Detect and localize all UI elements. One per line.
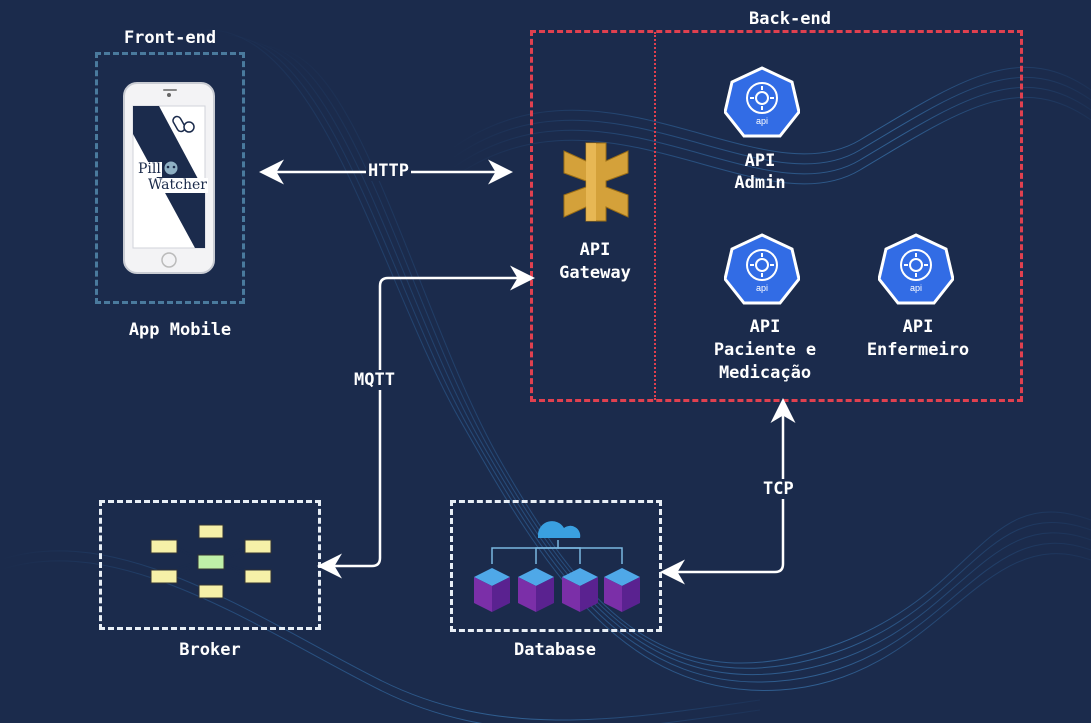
api-admin-label-1: API	[744, 151, 776, 171]
phone-icon: Pill Watcher	[123, 82, 215, 274]
broker-label: Broker	[179, 640, 241, 660]
phone-logo-line2: Watcher	[147, 177, 208, 193]
api-paciente-label-1: API	[749, 317, 781, 337]
api-paciente-label-3: Medicação	[718, 363, 812, 383]
phone-logo-line1: Pill	[137, 161, 162, 177]
broker-icon	[150, 524, 272, 599]
api-admin-icon: api	[724, 66, 800, 138]
frontend-group-label: Front-end	[123, 28, 217, 48]
api-enfermeiro-icon: api	[878, 233, 954, 305]
api-gateway-label-2: Gateway	[559, 263, 631, 283]
mqtt-edge	[317, 265, 535, 579]
api-admin-label-2: Admin	[734, 173, 786, 193]
tcp-edge	[660, 398, 796, 585]
mqtt-label: MQTT	[352, 370, 397, 390]
api-badge-text: api	[756, 283, 768, 293]
app-mobile-label: App Mobile	[128, 320, 232, 340]
frontend-group-box	[95, 52, 245, 304]
api-badge-text: api	[756, 116, 768, 126]
backend-divider	[654, 32, 656, 400]
api-enfermeiro-label-1: API	[902, 317, 934, 337]
api-enfermeiro-label-2: Enfermeiro	[866, 340, 970, 360]
backend-group-label: Back-end	[749, 9, 831, 29]
api-gateway-icon	[563, 142, 629, 222]
api-paciente-icon: api	[724, 233, 800, 305]
api-badge-text: api	[910, 283, 922, 293]
database-label: Database	[514, 640, 596, 660]
http-label: HTTP	[366, 161, 411, 181]
api-gateway-label-1: API	[579, 240, 611, 260]
tcp-label: TCP	[761, 479, 796, 499]
api-paciente-label-2: Paciente e	[713, 340, 817, 360]
database-icon	[474, 521, 640, 612]
